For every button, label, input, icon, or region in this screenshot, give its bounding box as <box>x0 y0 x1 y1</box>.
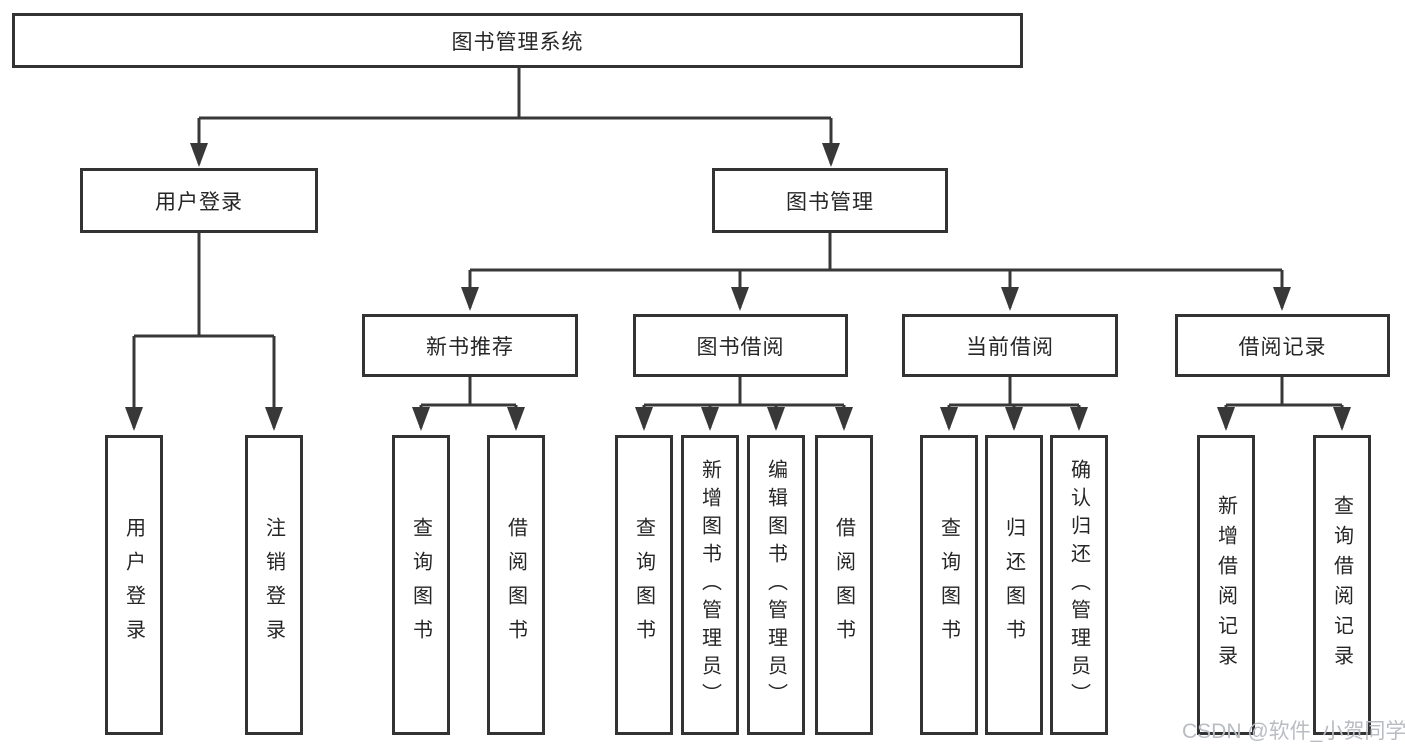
csdn-watermark: CSDN @软件_小贺同学 <box>1182 720 1405 743</box>
leaf-query-books-1: 查询图书 <box>392 435 450 735</box>
leaf-query-books-3: 查询图书 <box>920 435 978 735</box>
leaf-add-borrow-record: 新增借阅记录 <box>1197 435 1255 735</box>
node-label: 图书管理系统 <box>451 30 584 54</box>
node-label: 借阅图书 <box>504 517 527 653</box>
node-label: 借阅图书 <box>832 517 855 653</box>
leaf-user-login: 用户登录 <box>105 435 163 735</box>
node-label: 图书借阅 <box>696 335 785 359</box>
node-system-root: 图书管理系统 <box>12 13 1023 68</box>
node-label: 用户登录 <box>122 517 145 653</box>
node-label: 新增图书（管理员） <box>698 459 721 711</box>
node-label: 新书推荐 <box>426 335 514 359</box>
node-label: 用户登录 <box>155 190 243 214</box>
node-label: 借阅记录 <box>1238 335 1327 359</box>
node-label: 归还图书 <box>1002 517 1025 653</box>
leaf-borrow-books-1: 借阅图书 <box>487 435 545 735</box>
node-book-borrow: 图书借阅 <box>633 314 848 377</box>
node-label: 注销登录 <box>262 517 285 653</box>
node-new-book-recommend: 新书推荐 <box>362 314 578 377</box>
node-label: 当前借阅 <box>966 335 1054 359</box>
node-label: 编辑图书（管理员） <box>764 459 787 711</box>
leaf-add-books-admin: 新增图书（管理员） <box>681 435 739 735</box>
node-label: 新增借阅记录 <box>1214 495 1237 675</box>
node-current-borrow: 当前借阅 <box>902 314 1118 377</box>
node-borrow-records: 借阅记录 <box>1175 314 1390 377</box>
leaf-logout: 注销登录 <box>245 435 303 735</box>
node-label: 查询图书 <box>632 517 655 653</box>
leaf-borrow-books-2: 借阅图书 <box>815 435 873 735</box>
node-user-login: 用户登录 <box>80 168 318 233</box>
node-book-management: 图书管理 <box>712 168 948 233</box>
node-label: 查询图书 <box>937 517 960 653</box>
leaf-query-books-2: 查询图书 <box>615 435 673 735</box>
leaf-return-books: 归还图书 <box>985 435 1043 735</box>
node-label: 确认归还（管理员） <box>1067 459 1090 711</box>
leaf-edit-books-admin: 编辑图书（管理员） <box>747 435 805 735</box>
leaf-confirm-return-admin: 确认归还（管理员） <box>1050 435 1108 735</box>
node-label: 查询借阅记录 <box>1330 495 1353 675</box>
node-label: 查询图书 <box>409 517 432 653</box>
node-label: 图书管理 <box>786 190 874 214</box>
leaf-query-borrow-record: 查询借阅记录 <box>1313 435 1371 735</box>
